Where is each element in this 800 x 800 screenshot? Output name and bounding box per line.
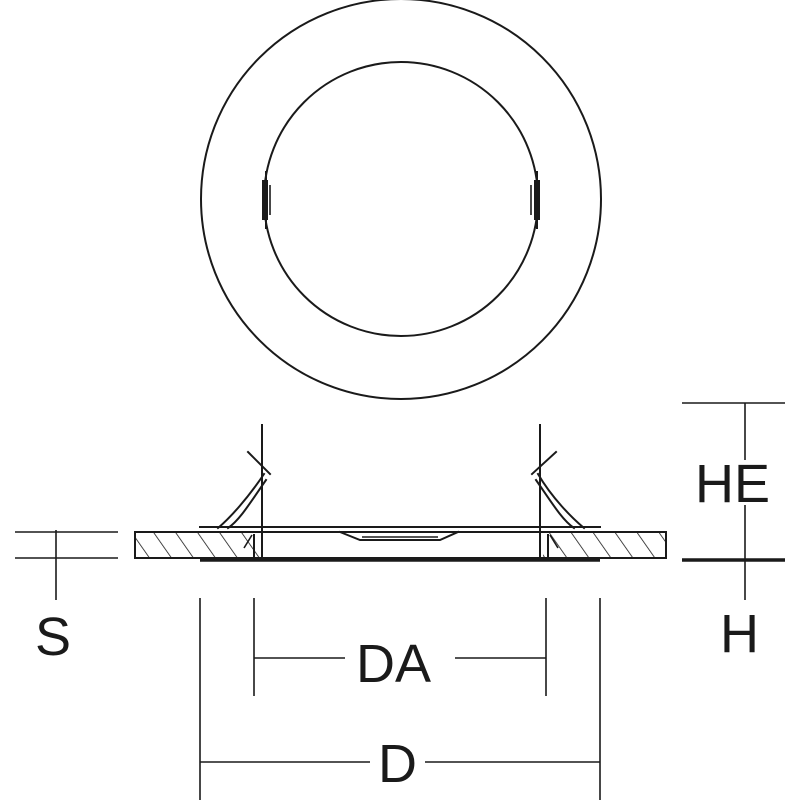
right-spring-clip <box>530 424 586 561</box>
flange-left-hatch <box>135 532 260 558</box>
dimension-d: D <box>199 598 601 800</box>
label-he: HE <box>695 454 770 514</box>
left-spring-clip <box>216 424 272 561</box>
label-s: S <box>35 607 71 667</box>
left-clip-top <box>262 171 271 229</box>
center-recess <box>338 530 460 541</box>
label-h: H <box>720 604 759 664</box>
dimension-h: H <box>720 604 759 664</box>
flange-right-hatch <box>543 532 666 558</box>
right-clip-top <box>530 171 540 229</box>
top-view <box>200 0 602 400</box>
dimension-he: HE <box>682 402 785 600</box>
label-da: DA <box>356 634 431 694</box>
dimension-da: DA <box>253 598 547 696</box>
side-view <box>134 424 667 562</box>
outer-ring-circle <box>200 0 602 400</box>
dimension-s: S <box>15 530 118 667</box>
inner-ring-circle <box>263 61 539 337</box>
flange-outline <box>134 531 667 559</box>
label-d: D <box>378 734 417 794</box>
